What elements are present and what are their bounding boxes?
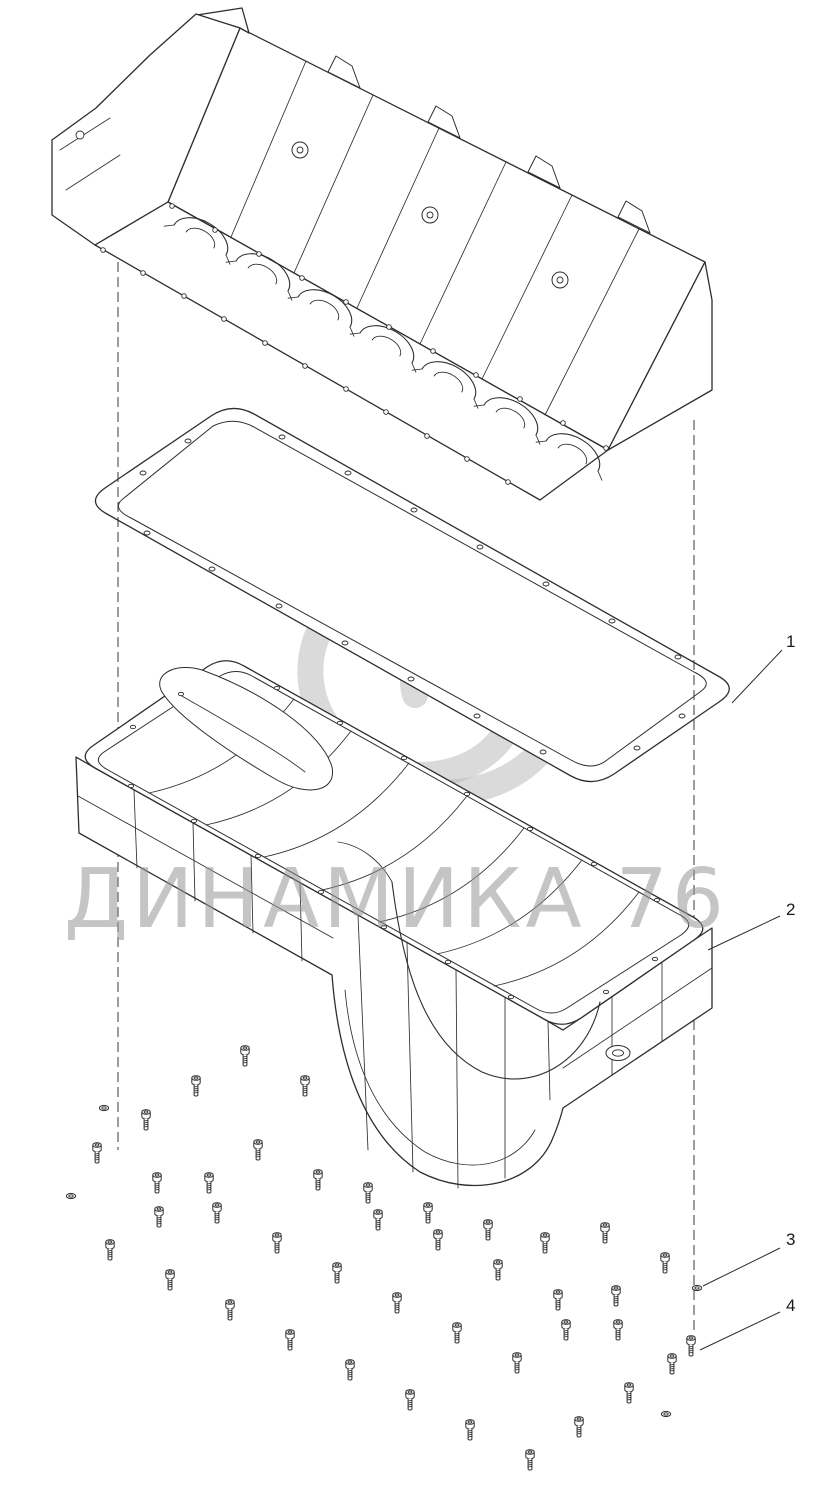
bolt-icon [405,1389,415,1411]
bolt-icon [152,1172,162,1194]
oil-pan-drawing [75,660,713,1189]
washer-icon [691,1284,703,1292]
leader-line-1 [731,649,783,704]
leader-line-4 [699,1311,781,1351]
pan-wall-ribs [77,789,713,1189]
bolt-icon [204,1172,214,1194]
bolt-icon [512,1352,522,1374]
pan-flange-holes [127,685,661,1000]
callout-label-4: 4 [786,1296,796,1315]
bolt-icon [313,1169,323,1191]
bolt-icon [141,1109,151,1131]
leader-line-2 [707,915,781,951]
callout-label-3: 3 [786,1230,796,1249]
bolt-icon [561,1319,571,1341]
bolt-icon [154,1206,164,1228]
leader-line-3 [702,1247,781,1287]
bolt-icon [191,1075,201,1097]
bolt-icon [611,1285,621,1307]
washer-icon [660,1410,672,1418]
bolt-icon [105,1239,115,1261]
deck-bolt-holes [100,203,609,485]
bolt-icon [686,1335,696,1357]
bolt-icon [493,1259,503,1281]
bolt-icon [345,1359,355,1381]
drain-plug-icon [605,1045,631,1061]
bolt-icon [225,1299,235,1321]
callout-label-1: 1 [786,632,796,651]
gasket-bolt-holes [139,434,686,755]
bolt-icon [452,1322,462,1344]
bolt-icon [165,1269,175,1291]
callout-label-2: 2 [786,900,796,919]
engine-block-drawing [51,7,713,501]
bolt-icon [212,1202,222,1224]
bolt-icon [300,1075,310,1097]
bolt-icon [525,1449,535,1471]
bolt-icon [285,1329,295,1351]
bolt-icon [272,1232,282,1254]
washer-icon [65,1192,77,1200]
bolt-icon [613,1319,623,1341]
bearing-arches [163,217,603,481]
bolt-icon [240,1045,250,1067]
bolt-icon [483,1219,493,1241]
bolt-icon [253,1139,263,1161]
bolt-icon [332,1262,342,1284]
bolt-icon [660,1252,670,1274]
bolt-icon [600,1222,610,1244]
core-plug-icon [291,141,569,289]
bolt-icon [574,1416,584,1438]
bolt-icon [363,1182,373,1204]
bolt-icon [92,1142,102,1164]
bolt-icon [624,1382,634,1404]
bolt-icon [667,1353,677,1375]
gasket-drawing [94,407,730,783]
bolt-icon [465,1419,475,1441]
bolt-icon [540,1232,550,1254]
washer-icon [98,1104,110,1112]
bolt-icon [423,1202,433,1224]
bolt-icon [553,1289,563,1311]
bolt-icon [392,1292,402,1314]
bolt-icon [433,1229,443,1251]
bolt-icon [373,1209,383,1231]
